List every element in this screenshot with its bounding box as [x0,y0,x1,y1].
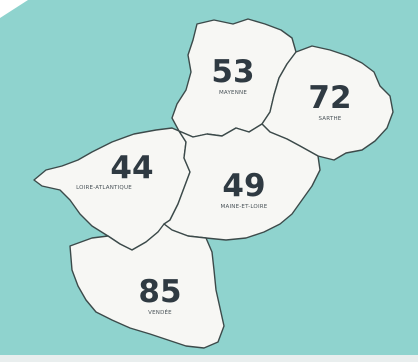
department-85-number: 85 [138,274,181,310]
department-85-shape [69,223,225,349]
department-49-name: MAINE-ET-LOIRE [221,204,268,210]
department-85-vendee[interactable]: 85 VENDÉE [69,223,225,349]
bottom-frame [0,355,418,362]
department-49-maine-et-loire[interactable]: 49 MAINE-ET-LOIRE [163,123,321,241]
department-72-sarthe[interactable]: 72 SARTHE [261,45,394,161]
department-85-name: VENDÉE [148,308,172,316]
department-44-name: LOIRE-ATLANTIQUE [76,185,132,191]
department-53-name: MAYENNE [219,90,247,96]
department-72-name: SARTHE [319,116,342,122]
department-72-number: 72 [308,80,351,116]
frame-corner [0,0,28,18]
department-44-loire-atlantique[interactable]: 44 LOIRE-ATLANTIQUE [33,127,191,251]
department-53-mayenne[interactable]: 53 MAYENNE [171,18,297,138]
department-49-shape [163,123,321,241]
department-72-shape [261,45,394,161]
department-53-number: 53 [211,54,254,90]
department-44-number: 44 [110,150,153,186]
department-49-number: 49 [222,168,265,204]
